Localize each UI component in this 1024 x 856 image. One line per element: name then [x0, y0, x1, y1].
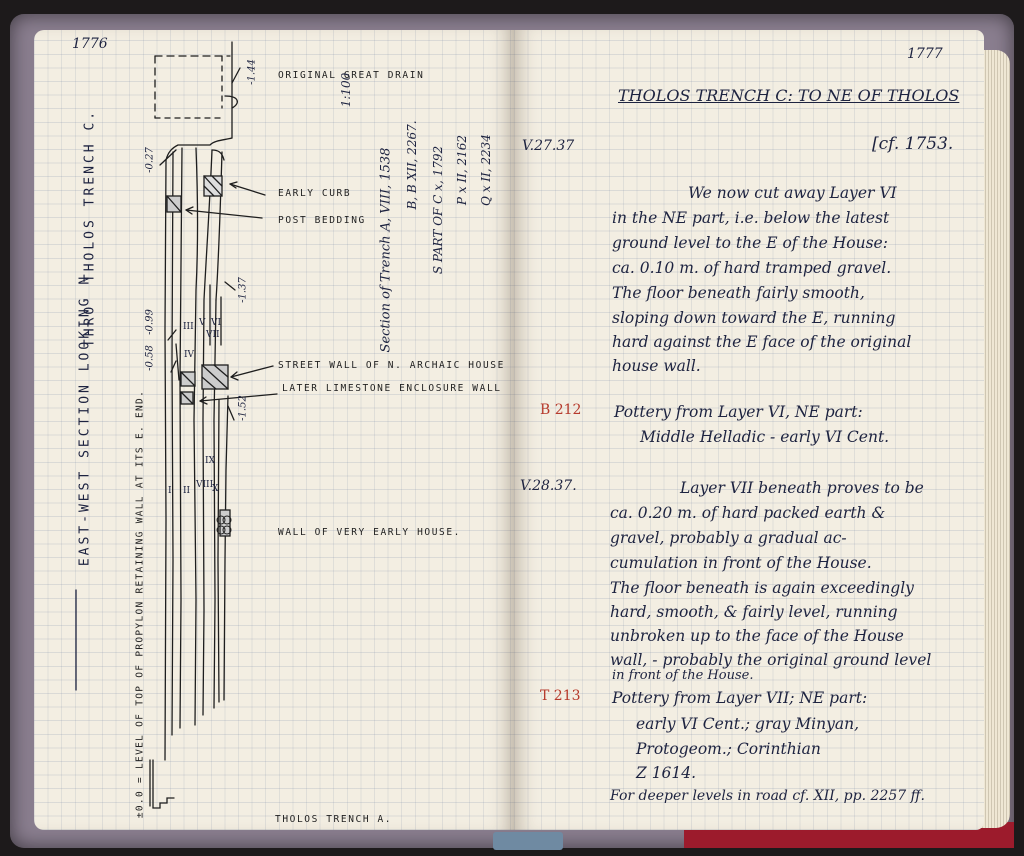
label-very-early-house: WALL OF VERY EARLY HOUSE. [278, 527, 461, 538]
label-street-wall: STREET WALL OF N. ARCHAIC HOUSE [278, 360, 505, 371]
para2-line: in front of the House. [612, 668, 754, 683]
para2-line: The floor beneath is again exceedingly [610, 579, 914, 597]
scale-note: 1:100 [339, 72, 353, 108]
pottery2-line: Protogeom.; Corinthian [636, 740, 821, 758]
right-page-number: 1777 [907, 46, 943, 62]
depth-099: -0.99 [144, 309, 156, 335]
para2-line: gravel, probably a gradual ac- [610, 529, 847, 547]
section-reference: Section of Trench A, VIII, 1538 [378, 147, 394, 353]
label-original-drain: ORIGINAL GREAT DRAIN [278, 70, 425, 81]
para2-line: unbroken up to the face of the House [610, 627, 904, 645]
para2-line: wall, - probably the original ground lev… [610, 651, 932, 669]
label-post-bedding: POST BEDDING [278, 215, 366, 226]
para1-line: ground level to the E of the House: [612, 234, 888, 252]
para2-line: Layer VII beneath proves to be [680, 479, 924, 497]
pottery2-line: Pottery from Layer VII; NE part: [612, 689, 868, 707]
page-edges [980, 50, 1010, 828]
pottery2-line: early VI Cent.; gray Minyan, [636, 715, 860, 733]
label-tholos-trench-a: THOLOS TRENCH A. [275, 814, 393, 825]
ref-b: B, B XII, 2267. [405, 120, 419, 210]
ref-q: Q x II, 2234 [479, 134, 493, 206]
layer-numeral: X [212, 484, 219, 494]
pottery1-line: Pottery from Layer VI, NE part: [614, 403, 863, 421]
para1-line: The floor beneath fairly smooth, [612, 284, 865, 302]
layer-numeral: IX [205, 456, 215, 466]
para2-line: cumulation in front of the House. [610, 554, 872, 572]
binding-tape [493, 832, 563, 850]
right-page [514, 30, 984, 830]
para1-line: We now cut away Layer VI [688, 184, 897, 202]
notebook-title: THOLOS TRENCH C: TO NE OF THOLOS [618, 86, 960, 105]
depth-144: -1.44 [246, 59, 258, 85]
depth-058: -0.58 [144, 345, 156, 371]
para1-line: ca. 0.10 m. of hard tramped gravel. [612, 259, 892, 277]
layer-numeral: VI [211, 318, 222, 328]
para1-line: in the NE part, i.e. below the latest [612, 209, 890, 227]
depth-027: -0.27 [144, 147, 156, 173]
cross-reference: [cf. 1753. [872, 134, 954, 154]
left-page-number: 1776 [72, 36, 108, 52]
layer-numeral: V [199, 318, 206, 328]
section-subtitle: THRO' THOLOS TRENCH C. [82, 108, 98, 348]
para2-line: hard, smooth, & fairly level, running [610, 603, 898, 621]
pottery-code-b212: B 212 [540, 402, 582, 418]
label-early-curb: EARLY CURB [278, 188, 352, 199]
left-page [34, 30, 514, 830]
layer-numeral: IV [184, 350, 195, 360]
ref-s: S PART OF C x, 1792 [431, 145, 445, 275]
para2-line: ca. 0.20 m. of hard packed earth & [610, 504, 886, 522]
date-entry-1: V.27.37 [522, 138, 575, 154]
pottery2-line: Z 1614. [636, 764, 697, 782]
layer-numeral: VIII [196, 480, 214, 490]
date-entry-2: V.28.37. [520, 478, 577, 494]
label-later-wall: LATER LIMESTONE ENCLOSURE WALL [282, 383, 502, 394]
para1-line: house wall. [612, 357, 701, 375]
datum-level-note: ±0.0 = LEVEL OF TOP OF PROPYLON RETAININ… [134, 389, 146, 819]
layer-numeral: VII [206, 330, 220, 340]
layer-numeral: I [168, 486, 172, 496]
pottery-code-t213: T 213 [540, 688, 581, 704]
footer-note: For deeper levels in road cf. XII, pp. 2… [610, 788, 925, 804]
layer-numeral: III [183, 322, 194, 332]
para1-line: sloping down toward the E, running [612, 309, 896, 327]
ref-p: P x II, 2162 [455, 134, 469, 206]
layer-numeral: II [183, 486, 191, 496]
depth-137: -1.37 [237, 277, 249, 303]
depth-152: -1.52 [237, 395, 249, 421]
pottery1-line: Middle Helladic - early VI Cent. [640, 428, 890, 446]
para1-line: hard against the E face of the original [612, 333, 912, 351]
